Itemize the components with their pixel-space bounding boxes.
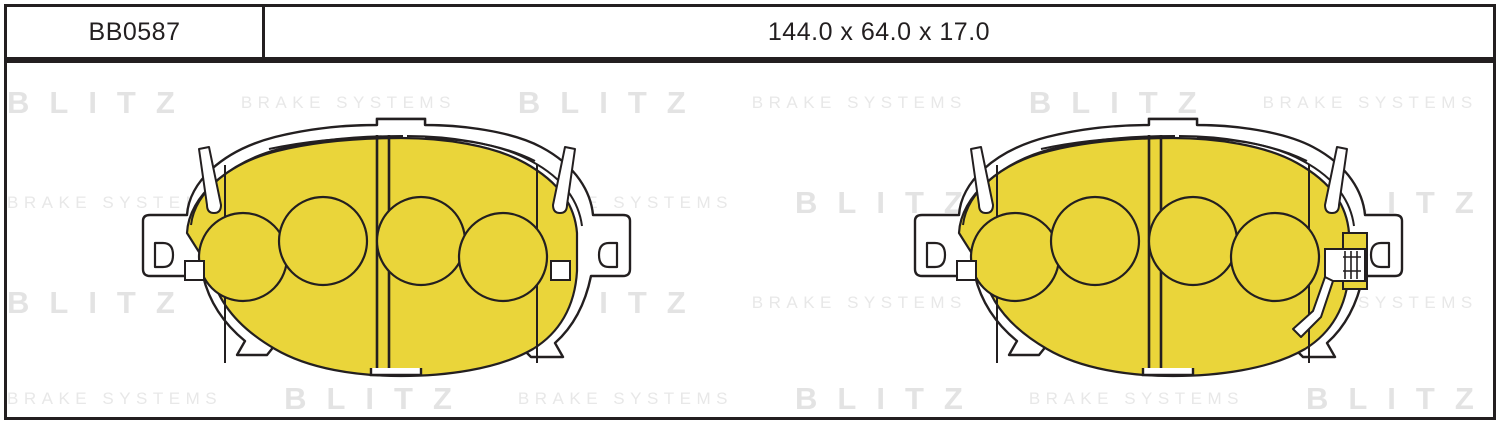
angled-slot-left [970,146,994,214]
dimensions-value: 144.0 x 64.0 x 17.0 [767,17,991,46]
friction-hole-4 [457,211,549,303]
watermark-brand: BLITZ [517,85,706,120]
watermark-tagline: BRAKE SYSTEMS [1028,193,1244,212]
watermark-row-3: BLITZ BRAKE SYSTEMS BLITZ BRAKE SYSTEMS … [7,285,1493,321]
watermark-row-2: BRAKE SYSTEMS BLITZ BRAKE SYSTEMS BLITZ … [7,185,1493,221]
plate-contour-line [190,135,404,226]
chamfer-line-right [1196,137,1308,162]
watermark-tagline: BRAKE SYSTEMS [240,93,456,112]
watermark-tagline: BRAKE SYSTEMS [7,389,223,408]
bottom-notch [369,368,423,377]
watermark-tagline: BRAKE SYSTEMS [517,389,734,408]
backing-plate-outline [913,117,1404,377]
plate-contour-line [406,135,583,227]
wear-sensor-clip [1324,248,1366,282]
watermark-tagline: BRAKE SYSTEMS [1262,293,1478,312]
watermark-brand: BLITZ [284,381,472,416]
friction-hole-3 [1147,195,1239,287]
watermark-brand: BLITZ [284,185,472,220]
mounting-hole-right [1369,241,1391,269]
watermark-row-4: BRAKE SYSTEMS BLITZ BRAKE SYSTEMS BLITZ … [7,381,1493,417]
plate-contour-line [1178,135,1355,227]
angled-slot-right [552,146,576,214]
pad-illustrations [7,63,1493,417]
spec-header-table: BB0587 144.0 x 64.0 x 17.0 [4,4,1496,60]
watermark-tagline: BRAKE SYSTEMS [1028,389,1244,408]
locator-notch-left [184,260,205,281]
friction-surface [185,136,579,378]
watermark-brand: BLITZ [1028,85,1217,120]
chamfer-line-left [268,136,394,150]
backing-plate-outline [141,117,632,377]
wear-sensor-bracket [1342,232,1368,290]
watermark-brand: BLITZ [795,185,983,220]
brake-pad-left [141,117,632,378]
watermark-tagline: BRAKE SYSTEMS [751,93,967,112]
watermark-row-1: BLITZ BRAKE SYSTEMS BLITZ BRAKE SYSTEMS … [7,85,1493,121]
mounting-hole-left [925,241,947,269]
top-tab [1147,117,1199,125]
watermark-tagline: BRAKE SYSTEMS [240,293,456,312]
drawing-frame: BLITZ BRAKE SYSTEMS BLITZ BRAKE SYSTEMS … [4,60,1496,420]
angled-slot-left [198,146,222,214]
watermark-brand: BLITZ [7,85,195,120]
watermark-brand: BLITZ [1305,185,1493,220]
locator-notch-right [550,260,571,281]
chamfer-line-right [424,137,536,162]
watermark-tagline: BRAKE SYSTEMS [751,293,967,312]
watermark-tagline: BRAKE SYSTEMS [517,193,734,212]
friction-hole-1 [197,211,289,303]
watermark-tagline: BRAKE SYSTEMS [1262,93,1478,112]
part-code-cell: BB0587 [7,7,265,57]
friction-surface [957,136,1351,378]
mounting-hole-left [153,241,175,269]
watermark-brand: BLITZ [795,381,983,416]
watermark-brand: BLITZ [1305,381,1493,416]
friction-hole-3 [375,195,467,287]
brake-pad-right [913,117,1404,378]
wear-sensor-assembly [1292,232,1368,338]
mounting-hole-right [597,241,619,269]
watermark-brand: BLITZ [7,285,195,320]
chamfer-line-left [1040,136,1166,150]
wear-sensor-wire [1292,276,1334,338]
bottom-notch [1141,368,1195,377]
friction-hole-1 [969,211,1061,303]
friction-hole-2 [277,195,369,287]
watermark-tagline: BRAKE SYSTEMS [7,193,223,212]
locator-notch-left [956,260,977,281]
friction-hole-4 [1229,211,1321,303]
top-tab [375,117,427,125]
angled-slot-right [1324,146,1348,214]
friction-hole-2 [1049,195,1141,287]
part-code-value: BB0587 [88,17,181,46]
plate-contour-line [962,135,1176,226]
watermark-layer: BLITZ BRAKE SYSTEMS BLITZ BRAKE SYSTEMS … [7,63,1493,417]
watermark-brand: BLITZ [1028,285,1217,320]
dimensions-cell: 144.0 x 64.0 x 17.0 [265,7,1493,57]
watermark-brand: BLITZ [517,285,706,320]
